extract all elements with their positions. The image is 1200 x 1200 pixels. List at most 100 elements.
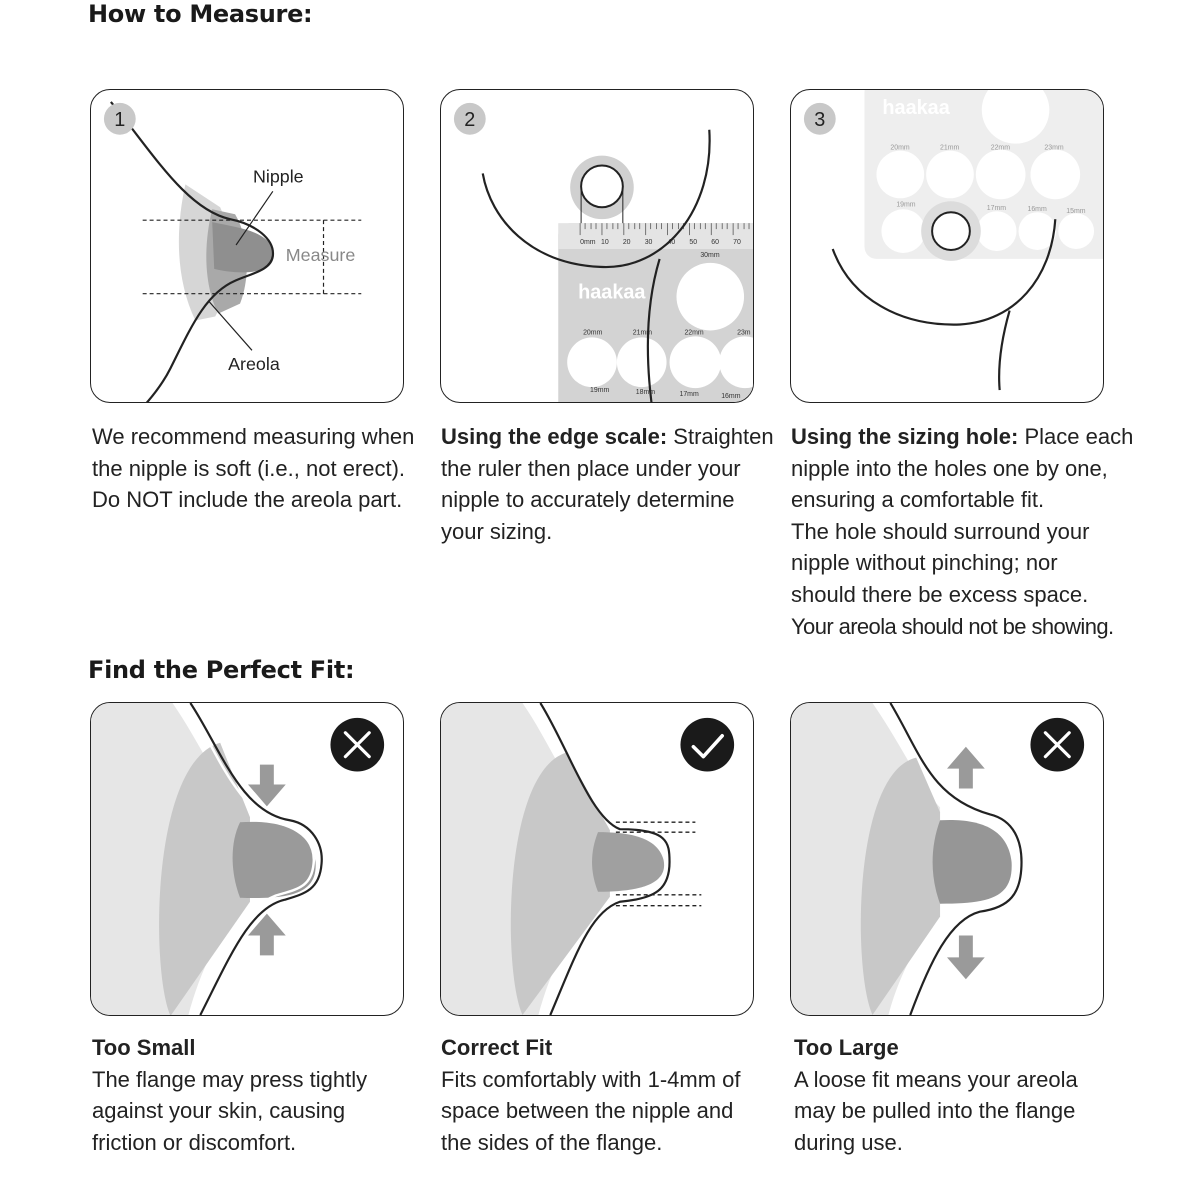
arrow-up-icon	[947, 746, 985, 789]
nipple-label: Nipple	[253, 166, 304, 186]
caption-line: The flange may press tightly	[92, 1066, 368, 1092]
too-large-panel	[790, 702, 1104, 1016]
breast-crease	[646, 258, 661, 402]
ruler-label: 40	[668, 239, 676, 246]
caption-line: the ruler then place under your	[441, 455, 741, 481]
step3-caption: Using the sizing hole: Place each nipple…	[791, 421, 1133, 642]
too-large-diagram	[791, 703, 1085, 1015]
ruler-label: 30	[645, 239, 653, 246]
step1-badge	[103, 102, 136, 135]
fit-title: Correct Fit	[441, 1035, 553, 1060]
correct-fit-diagram	[441, 703, 735, 1015]
areola-outer-shape	[159, 742, 250, 1015]
step1-diagram: Nipple Measure Areola 1	[103, 101, 362, 402]
size-label: 22mm	[684, 329, 703, 336]
how-to-measure-heading: How to Measure:	[88, 0, 313, 28]
caption-line: Straighten	[667, 424, 774, 449]
ruler-ticks	[579, 223, 750, 236]
correct-fit-caption: Correct Fit Fits comfortably with 1-4mm …	[441, 1032, 771, 1158]
nipple-in-hole	[931, 211, 971, 251]
step2-diagram: 0mm 10 20 30 40 50 60 70 haakaa 30mm 20m…	[453, 102, 753, 402]
arrow-up-icon	[247, 913, 286, 956]
caption-line: nipple to accurately determine	[441, 487, 735, 513]
size-label: 18mm	[636, 389, 655, 396]
ruler-label: 10	[601, 239, 609, 246]
nipple-shape	[580, 164, 624, 209]
step3-panel: haakaa 20mm 21mm 22mm 23mm 19mm 18mm 17m…	[790, 89, 1104, 403]
caption-line: Fits comfortably with 1-4mm of	[441, 1066, 741, 1092]
too-small-panel	[90, 702, 404, 1016]
caption-line: Do NOT include the areola part.	[92, 487, 403, 513]
caption-line: space between the nipple and	[441, 1098, 734, 1124]
breast-crease	[998, 310, 1011, 391]
arrow-down-icon	[947, 935, 985, 980]
breast-outline	[831, 219, 1057, 326]
size-label: 15mm	[1066, 208, 1085, 215]
size-label: 30mm	[700, 252, 719, 259]
size-label: 17mm	[679, 391, 698, 398]
step3-badge	[803, 102, 836, 135]
caption-line: against your skin, causing	[92, 1098, 346, 1124]
step1-caption: We recommend measuring when the nipple i…	[92, 421, 422, 516]
step1-number: 1	[114, 109, 125, 131]
too-small-caption: Too Small The flange may press tightly a…	[92, 1032, 422, 1158]
nipple-shape	[592, 832, 665, 892]
ruler-label: 0mm	[580, 239, 596, 246]
perfect-fit-heading: Find the Perfect Fit:	[88, 656, 355, 684]
areola-outer-shape	[860, 757, 941, 1015]
caption-line: Place each	[1018, 424, 1134, 449]
step2-badge	[453, 102, 486, 135]
haakaa-logo: haakaa	[882, 97, 950, 119]
nipple-shape	[232, 821, 316, 899]
check-icon	[680, 717, 735, 772]
measure-label: Measure	[286, 245, 356, 265]
size-label: 20mm	[583, 329, 602, 336]
ruler-label: 60	[711, 239, 719, 246]
caption-line: the nipple is soft (i.e., not erect).	[92, 455, 406, 481]
nipple-shape	[932, 819, 1012, 904]
caption-line: your sizing.	[441, 518, 553, 544]
flange-outline-outer	[889, 703, 1023, 1015]
step1-panel: Nipple Measure Areola 1	[90, 89, 404, 403]
size-label: 19mm	[590, 387, 609, 394]
caption-line: Your areola should not be showing.	[791, 613, 1114, 639]
breast-outline	[481, 129, 711, 268]
caption-line: the sides of the flange.	[441, 1129, 663, 1155]
too-large-caption: Too Large A loose fit means your areola …	[794, 1032, 1124, 1158]
areola-leader	[207, 300, 253, 351]
caption-line: should there be excess space.	[791, 581, 1089, 607]
caption-line: We recommend measuring when	[92, 424, 415, 449]
caption-line: friction or discomfort.	[92, 1129, 297, 1155]
flange-outline-outer	[539, 703, 671, 1015]
caption-bold: Using the edge scale:	[441, 424, 668, 449]
flange-outline-inner	[185, 703, 315, 1015]
caption-bold: Using the sizing hole:	[791, 424, 1019, 449]
flange-outline-outer	[189, 703, 323, 1015]
caption-line: ensuring a comfortable fit.	[791, 487, 1045, 513]
too-small-diagram	[91, 703, 385, 1015]
step2-panel: 0mm 10 20 30 40 50 60 70 haakaa 30mm 20m…	[440, 89, 754, 403]
size-label: 21mm	[940, 145, 959, 152]
size-label: 17mm	[987, 205, 1006, 212]
size-label: 19mm	[896, 201, 915, 208]
caption-line: A loose fit means your areola	[794, 1066, 1078, 1092]
size-label: 21mm	[633, 329, 652, 336]
size-label: 16mm	[721, 393, 740, 400]
caption-line: nipple without pinching; nor	[791, 550, 1058, 576]
nipple-shape	[212, 222, 274, 273]
size-label: 20mm	[890, 145, 909, 152]
arrow-down-icon	[247, 764, 286, 807]
caption-line: nipple into the holes one by one,	[791, 455, 1108, 481]
areola-outer-shape	[510, 752, 610, 1015]
correct-fit-panel	[440, 702, 754, 1016]
size-label: 16mm	[1027, 206, 1046, 213]
caption-line: during use.	[794, 1129, 903, 1155]
size-label: 23mm	[1044, 145, 1063, 152]
ruler-labels: 0mm 10 20 30 40 50 60 70	[580, 239, 741, 246]
areola-label: Areola	[228, 354, 280, 374]
ruler-label: 20	[623, 239, 631, 246]
haakaa-logo: haakaa	[578, 282, 646, 304]
caption-line: may be pulled into the flange	[794, 1098, 1076, 1124]
step3-diagram: haakaa 20mm 21mm 22mm 23mm 19mm 18mm 17m…	[803, 90, 1103, 391]
sizing-holes	[567, 262, 753, 389]
